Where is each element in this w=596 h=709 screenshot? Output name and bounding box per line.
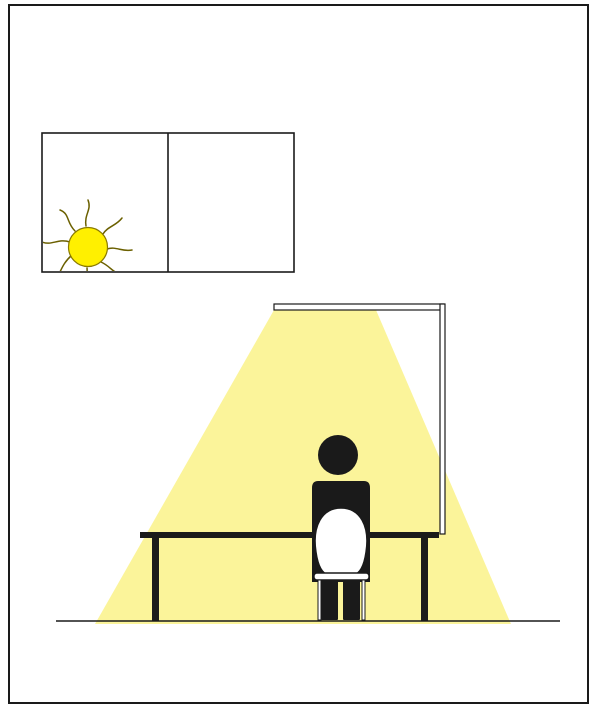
lighting-illustration	[0, 0, 596, 709]
